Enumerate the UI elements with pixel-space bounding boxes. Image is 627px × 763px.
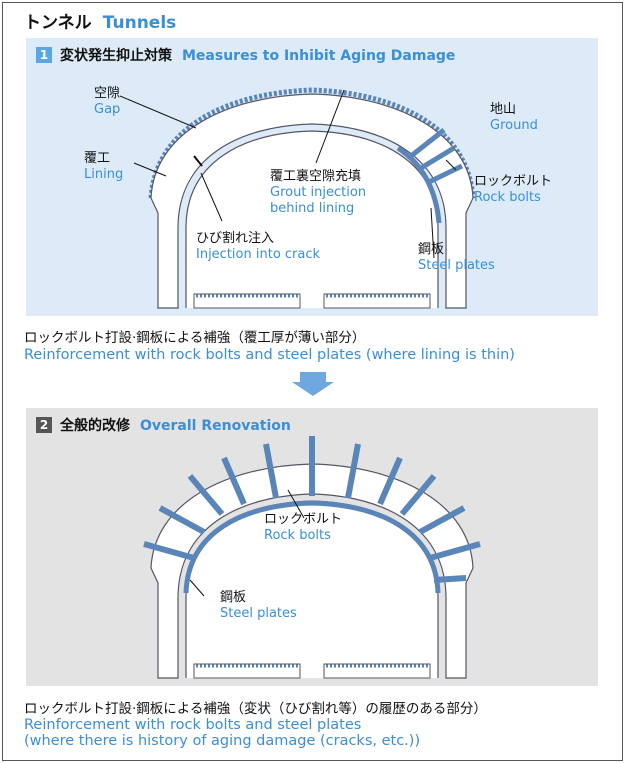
panel1-title-jp: 変状発生抑止対策 [60, 48, 172, 64]
tunnel-lining [150, 93, 474, 309]
label-steel2-jp: 鋼板 [220, 590, 247, 605]
label-rockbolts2-jp: ロックボルト [264, 512, 343, 527]
panel1-title-en: Measures to Inhibit Aging Damage [182, 48, 456, 64]
label-crack-en: Injection into crack [196, 247, 321, 262]
label-steel2-en: Steel plates [220, 606, 297, 621]
leader-lines-2 [189, 489, 305, 597]
label-gap-jp: 空隙 [94, 86, 121, 101]
leader-lines-1 [119, 89, 457, 259]
tunnel-inner [185, 130, 439, 308]
caption1-jp: ロックボルト打設·鋼板による補強（覆工厚が薄い部分） [24, 330, 366, 346]
label-gap-en: Gap [94, 102, 121, 117]
caption1-en: Reinforcement with rock bolts and steel … [24, 347, 515, 363]
label-lining-en: Lining [84, 167, 124, 182]
caption2-jp: ロックボルト打設·鋼板による補強（変状（ひび割れ等）の履歴のある部分） [24, 701, 487, 717]
label-ground-en: Ground [490, 118, 538, 133]
steel-plate-right [396, 145, 442, 224]
panel2-title-jp: 全般的改修 [60, 418, 130, 434]
rock-bolts-right [409, 128, 464, 185]
crack-mark [193, 155, 203, 167]
rock-bolts-radial [143, 436, 481, 583]
panel2-number: 2 [36, 417, 52, 433]
tunnel-diagram-1 [119, 87, 476, 309]
panel1-heading: 1 変状発生抑止対策 Measures to Inhibit Aging Damag… [36, 45, 455, 65]
panel2-title-en: Overall Renovation [140, 418, 291, 434]
label-grout-en2: behind lining [270, 201, 355, 216]
label-lining-jp: 覆工 [84, 151, 111, 166]
figure-title: トンネル Tunnels [24, 8, 176, 33]
panel1-number: 1 [36, 47, 52, 63]
label-steel-en: Steel plates [418, 258, 495, 273]
panel2-heading: 2 全般的改修 Overall Renovation [36, 415, 291, 435]
label-rockbolts2-en: Rock bolts [264, 528, 331, 543]
steel-plate-arc [183, 500, 441, 594]
label-rockbolts-jp: ロックボルト [474, 174, 553, 189]
gap-fill-texture [148, 87, 476, 199]
panel-renovation: 2 全般的改修 Overall Renovation [26, 408, 598, 686]
label-steel-jp: 鋼板 [418, 242, 445, 257]
label-grout-jp: 覆工裏空隙充填 [270, 169, 362, 184]
panel-measures: 1 変状発生抑止対策 Measures to Inhibit Aging Damag… [26, 38, 598, 316]
tunnel-diagram-2 [143, 436, 481, 679]
tunnel-lining-2 [150, 463, 474, 679]
label-crack-jp: ひび割れ注入 [196, 231, 275, 246]
label-rockbolts-en: Rock bolts [474, 190, 541, 205]
caption2-en1: Reinforcement with rock bolts and steel … [24, 717, 362, 733]
title-jp: トンネル [24, 13, 92, 33]
title-en: Tunnels [102, 13, 177, 33]
caption2-en2: (where there is history of aging damage … [24, 733, 421, 749]
label-ground-jp: 地山 [490, 102, 517, 117]
label-grout-en1: Grout injection [270, 185, 367, 200]
